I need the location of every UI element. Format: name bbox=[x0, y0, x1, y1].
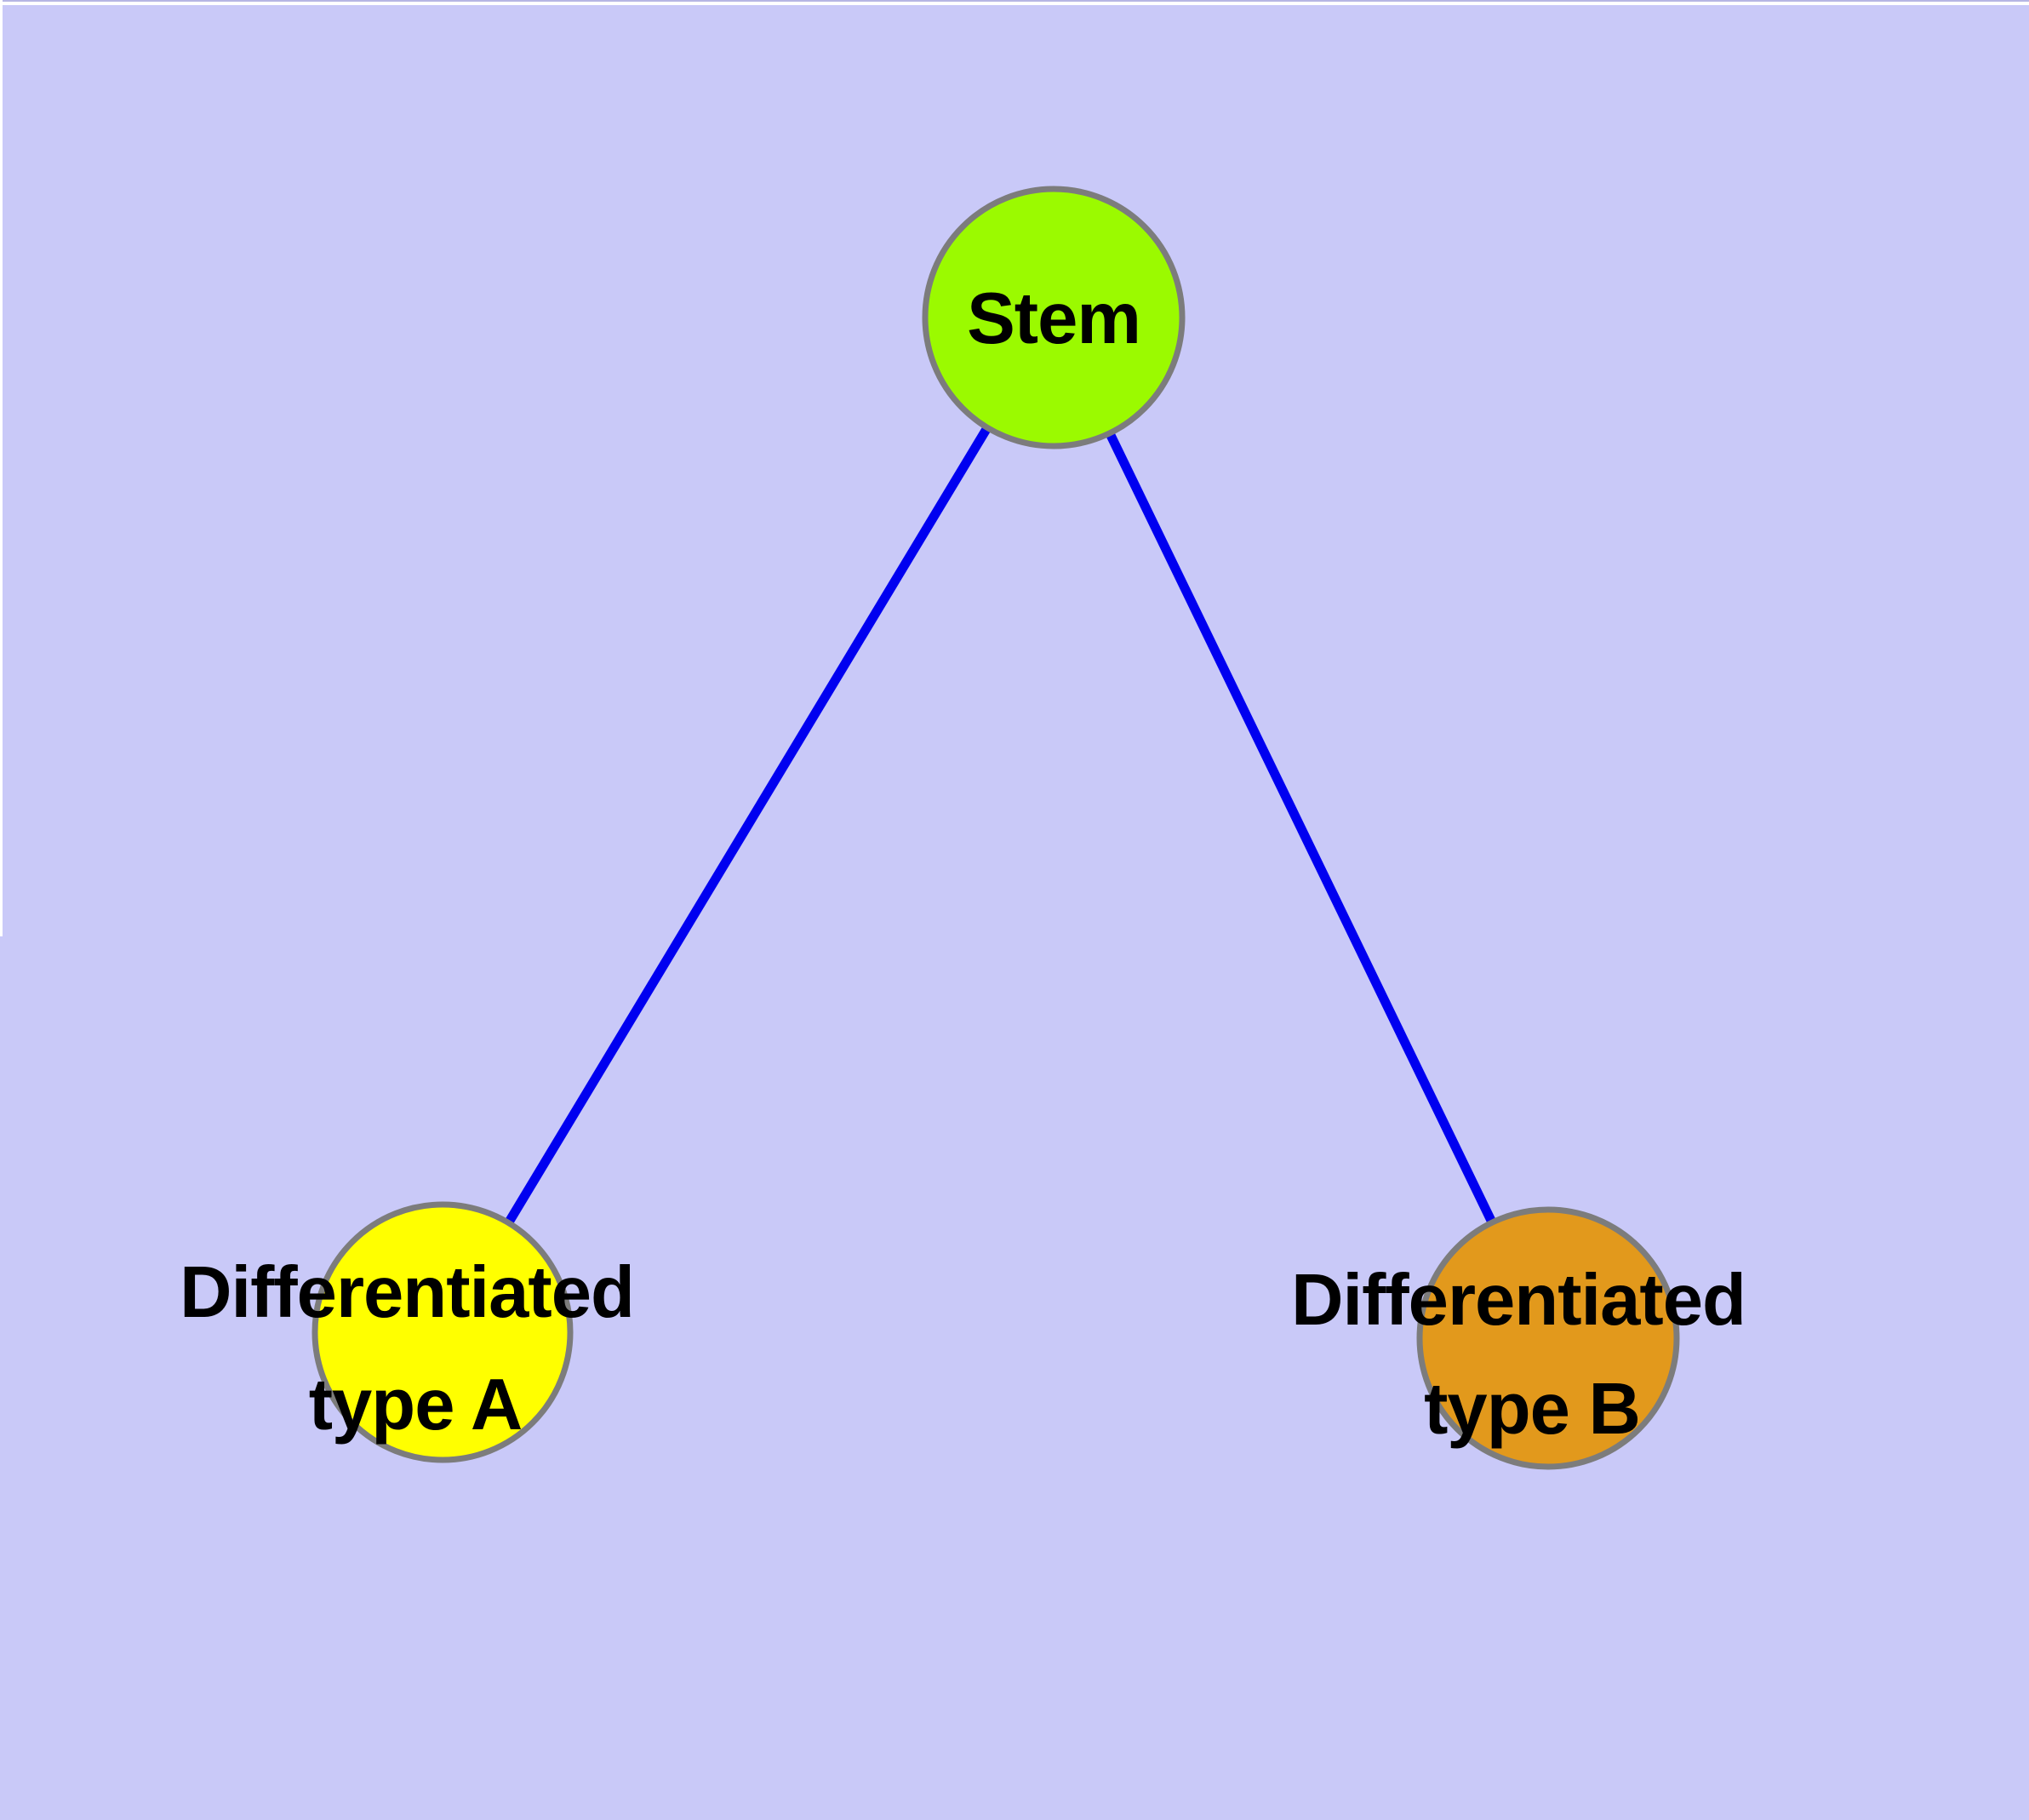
node-stem-label: Stem bbox=[967, 278, 1140, 359]
node-type-b-circle bbox=[1416, 1206, 1680, 1470]
edges bbox=[438, 315, 1552, 1341]
edge-stem-to-type-b bbox=[1049, 315, 1552, 1341]
edge-stem-to-type-a bbox=[438, 315, 1058, 1335]
frame-left-strip bbox=[0, 0, 3, 936]
node-stem-circle bbox=[922, 186, 1186, 449]
node-type-a-label-line1: Differentiated bbox=[180, 1252, 634, 1333]
frame-top-line bbox=[0, 0, 2029, 2]
frame-top-strip bbox=[0, 2, 2029, 5]
node-type-a-label-line2: type A bbox=[309, 1365, 523, 1445]
node-differentiated-type-a: Differentiated type A bbox=[180, 1201, 635, 1463]
node-differentiated-type-b: Differentiated type B bbox=[1291, 1206, 1746, 1470]
node-type-a-circle bbox=[311, 1201, 574, 1463]
node-type-b-label-line1: Differentiated bbox=[1291, 1260, 1746, 1341]
node-type-b-label-line2: type B bbox=[1424, 1369, 1640, 1450]
node-stem: Stem bbox=[922, 186, 1186, 449]
